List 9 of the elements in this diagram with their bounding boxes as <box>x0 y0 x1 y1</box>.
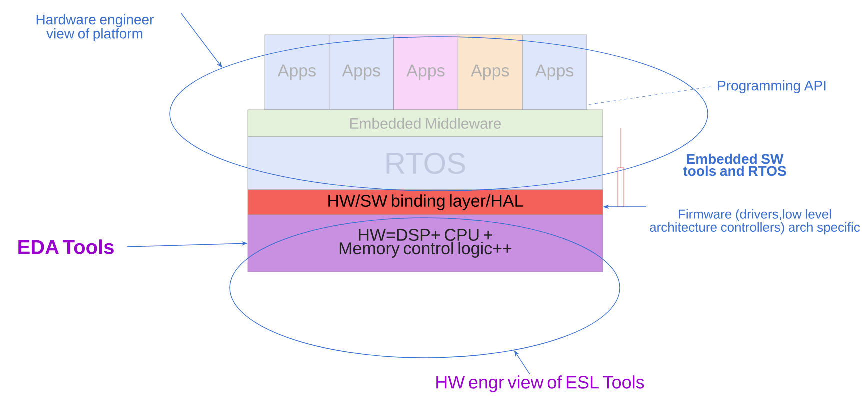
layer-box: HW/SW binding layer/HAL <box>248 190 604 216</box>
leader-line <box>587 86 711 106</box>
annotation-text: Embedded SW tools and RTOS <box>683 154 786 176</box>
annotation-text: Firmware (drivers,low level architecture controllers) arch specific <box>650 209 860 235</box>
annotation-text: Programming API <box>718 80 826 94</box>
annotation-text: EDA Tools <box>18 240 114 254</box>
annotation-text: Hardware engineer view of platform <box>36 14 154 42</box>
view-ellipse <box>230 218 620 358</box>
annotation-text: HW engr view of ESL Tools <box>436 376 644 392</box>
